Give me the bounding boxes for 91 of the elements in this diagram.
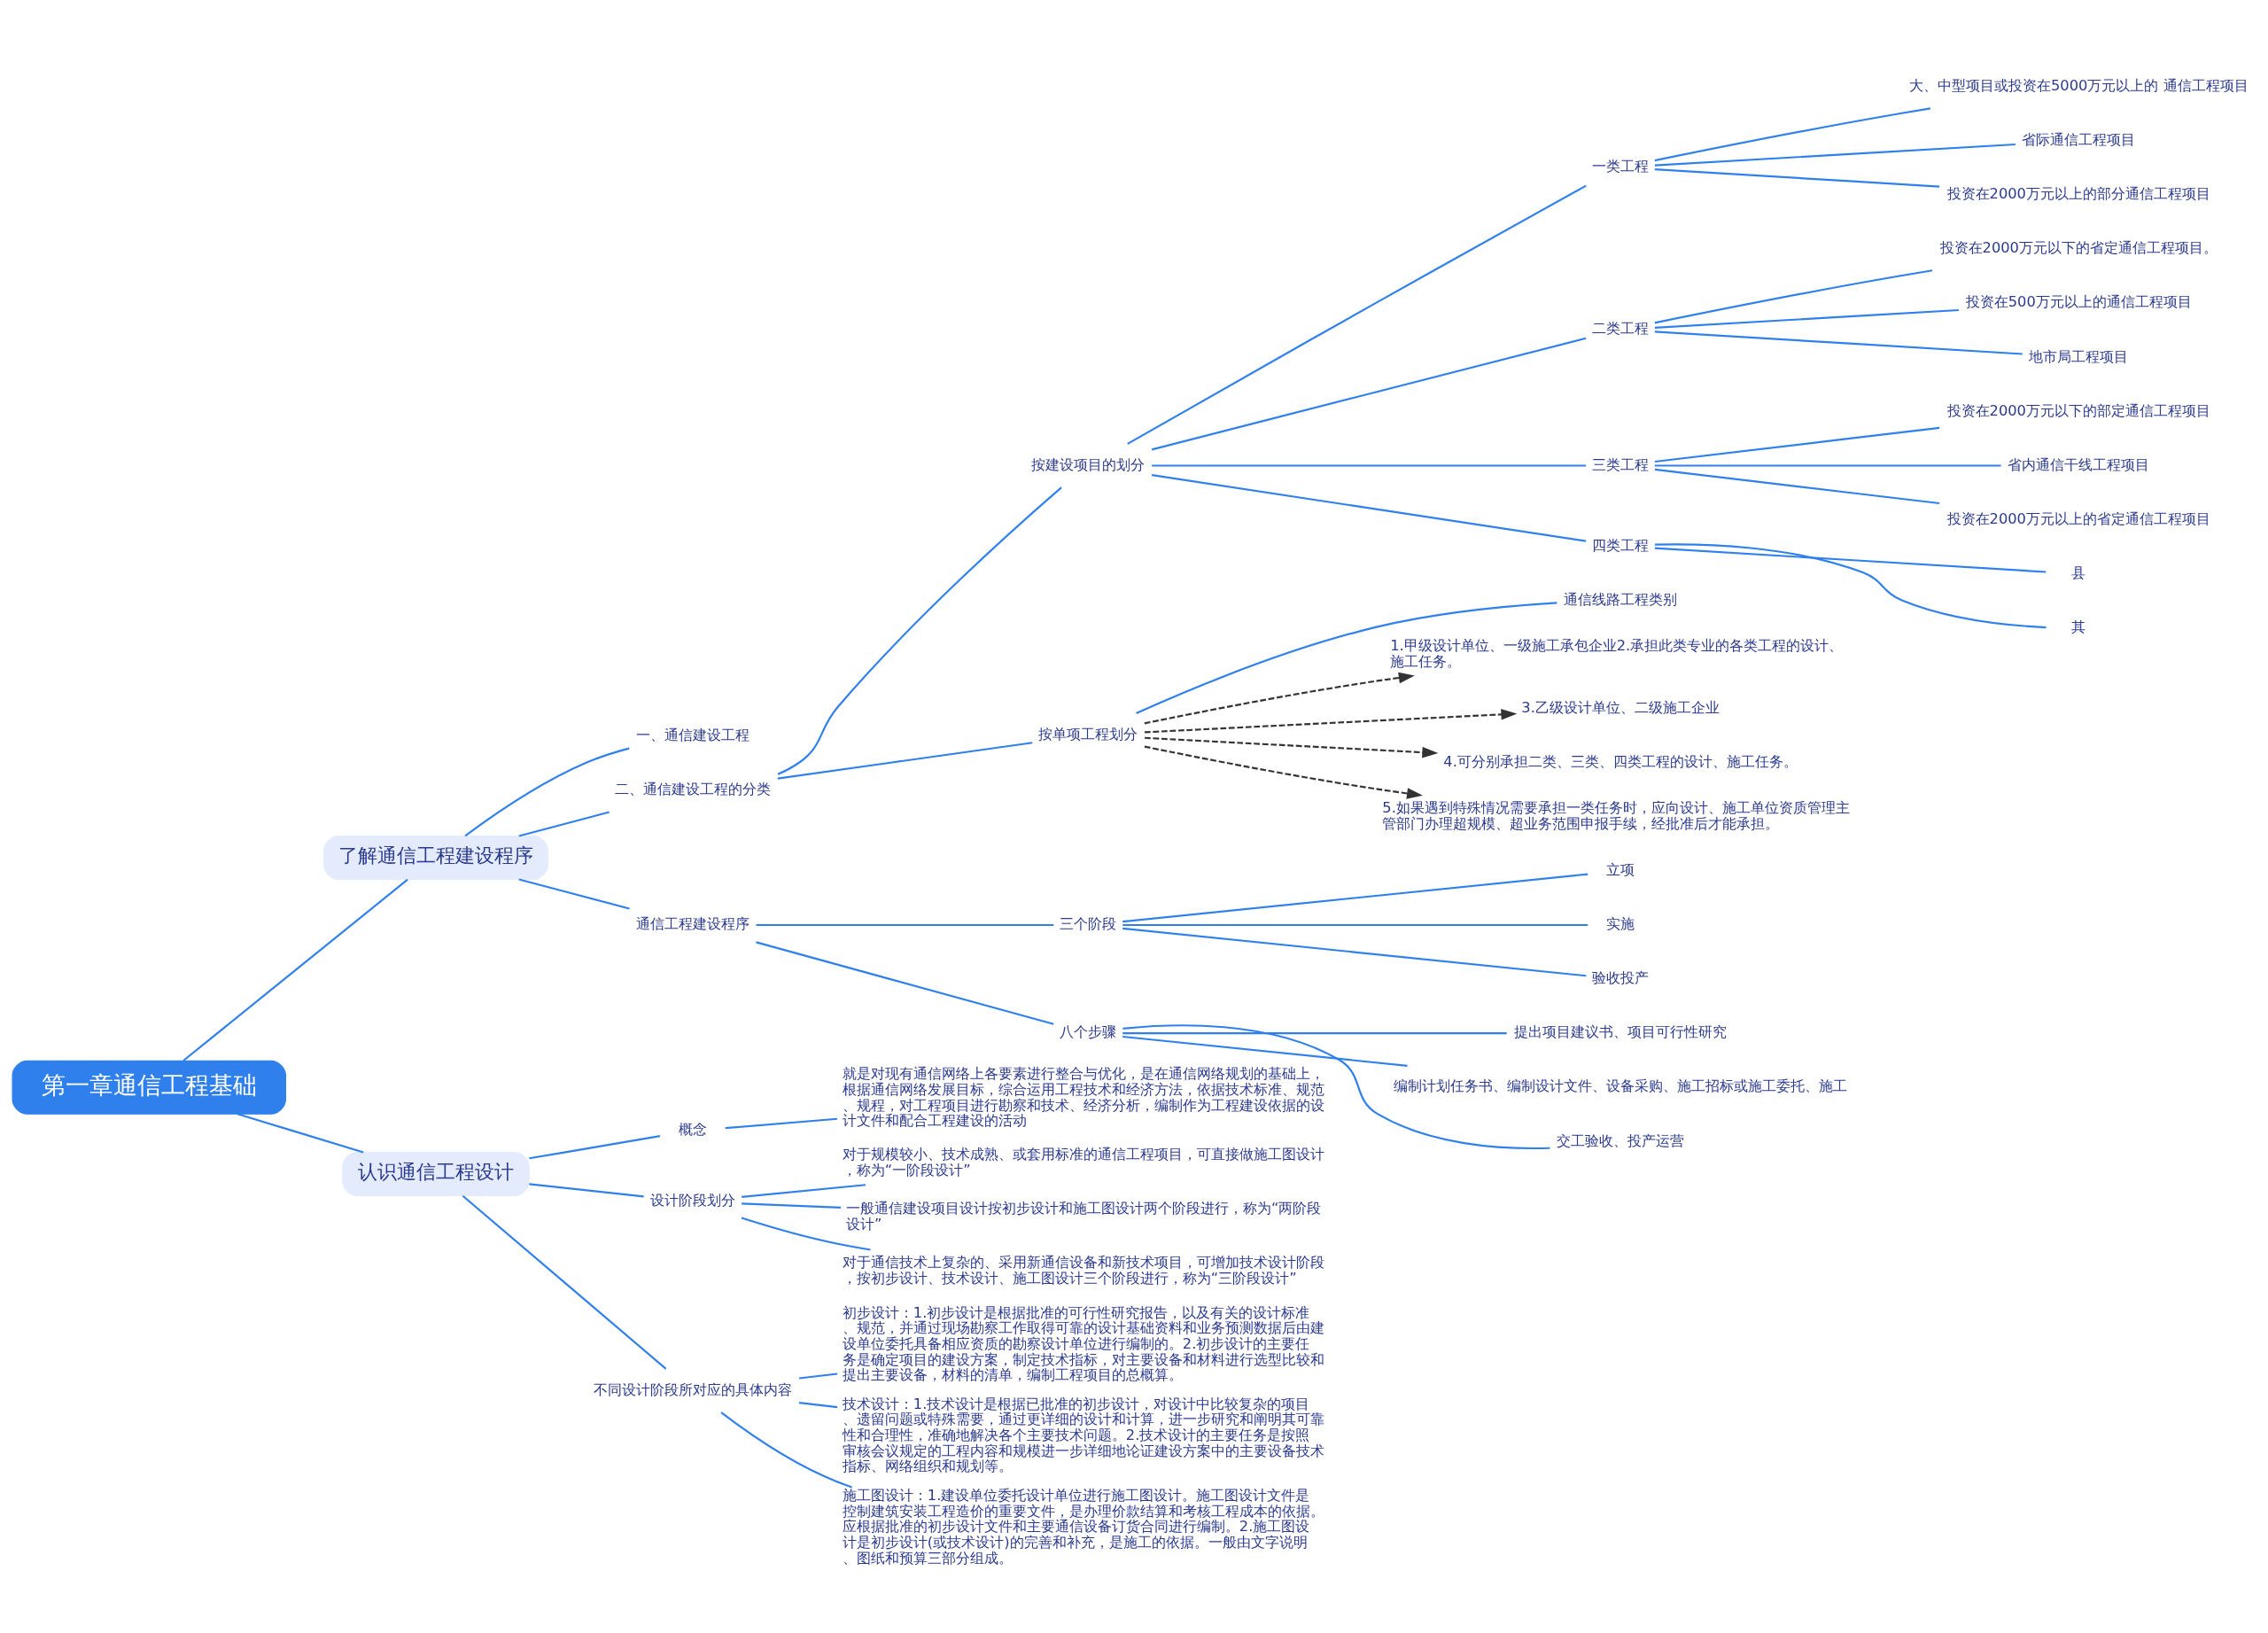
node-text: 四类工程 bbox=[1592, 536, 1650, 554]
node-text: 不同设计阶段所对应的具体内容 bbox=[593, 1380, 792, 1398]
connector bbox=[777, 486, 1062, 775]
node-text: 4.可分别承担二类、三类、四类工程的设计、施工任务。 bbox=[1443, 752, 1798, 770]
connector bbox=[1654, 107, 1931, 162]
node-text: 对于规模较小、技术成熟、或套用标准的通信工程项目，可直接做施工图设计，称为“一阶段设计” bbox=[842, 1146, 1324, 1178]
connector bbox=[1122, 927, 1587, 977]
connector bbox=[1655, 543, 2047, 629]
node-text: 立项 bbox=[1606, 861, 1635, 879]
connector bbox=[464, 747, 630, 837]
node-text: 交工验收、投产运营 bbox=[1557, 1131, 1685, 1149]
node-text: 二类工程 bbox=[1592, 320, 1650, 338]
node-text: 设计阶段划分 bbox=[649, 1192, 735, 1209]
connector bbox=[1122, 873, 1588, 923]
connector bbox=[1151, 337, 1587, 451]
connector bbox=[1654, 547, 2047, 573]
node-text: 一般通信建设项目设计按初步设计和施工图设计两个阶段进行，称为“两阶段设计” bbox=[845, 1200, 1322, 1233]
connector bbox=[237, 1113, 364, 1154]
node-text: 按单项工程划分 bbox=[1038, 725, 1138, 743]
connector bbox=[742, 1184, 866, 1198]
node-box: 了解通信工程建设程序 bbox=[323, 835, 548, 881]
connector bbox=[1654, 168, 1940, 188]
connector bbox=[529, 1135, 661, 1160]
connector bbox=[1152, 464, 1587, 467]
node-box: 第一章通信工程基础 bbox=[12, 1060, 286, 1115]
node-text: 5.如果遇到特殊情况需要承担一类任务时，应向设计、施工单位资质管理主管部门办理超规模、超业务范围申报手续，经批准后才能承担。 bbox=[1382, 799, 1850, 832]
node-text: 就是对现有通信网络上各要素进行整合与优化，是在通信网络规划的基础上，根据通信网络发展目标，综合运用工程技术和经济方法，依据技术标准、规范、规程，对工程项目进行勘察和技术、经济分析，编制作为工程建设依据的设计文件和配合工程建设的活动 bbox=[842, 1065, 1324, 1130]
node-text: 三类工程 bbox=[1592, 455, 1650, 473]
node-text: 投资在2000万元以下的部定通信工程项目 bbox=[1946, 401, 2210, 419]
node-text: 二、通信建设工程的分类 bbox=[614, 781, 771, 798]
node-text: 按建设项目的划分 bbox=[1031, 455, 1146, 473]
connector bbox=[183, 878, 408, 1061]
connector bbox=[1654, 468, 1940, 505]
connector bbox=[1654, 308, 1959, 329]
node-box: 认识通信工程设计 bbox=[342, 1151, 530, 1197]
connector bbox=[529, 1183, 644, 1198]
connector bbox=[799, 1372, 838, 1380]
node-text: 省际通信工程项目 bbox=[2022, 131, 2136, 149]
node-text: 省内通信干线工程项目 bbox=[2008, 455, 2150, 473]
node-text: 通信线路工程类别 bbox=[1564, 590, 1678, 608]
node-text: 技术设计：1.技术设计是根据已批准的初步设计，对设计中比较复杂的项目、遗留问题或特殊需要，通过更详细的设计和计算，进一步研究和阐明其可靠性和合理性，准确地解决各个主要技术问题。2.技术设计的主要任务是按照审核会议规定的工程内容和规模进一步详细地论证建设方案中的主要设备技术指标、网络组织和规划等。 bbox=[842, 1395, 1324, 1475]
node-text: 投资在2000万元以下的省定通信工程项目。 bbox=[1939, 239, 2218, 257]
connector bbox=[1122, 1035, 1408, 1067]
node-text: 提出项目建议书、项目可行性研究 bbox=[1514, 1023, 1728, 1041]
connector bbox=[1654, 143, 2016, 167]
node-text: 八个步骤 bbox=[1060, 1023, 1117, 1041]
node-text: 1.甲级设计单位、一级施工承包企业2.承担此类专业的各类工程的设计、施工任务。 bbox=[1390, 636, 1844, 670]
arrow bbox=[1144, 672, 1415, 725]
node-text: 投资在2000万元以上的省定通信工程项目 bbox=[1946, 509, 2210, 527]
node-text: 对于通信技术上复杂的、采用新通信设备和新技术项目，可增加技术设计阶段，按初步设计、技术设计、施工图设计三个阶段进行，称为“三阶段设计” bbox=[842, 1254, 1324, 1287]
connector bbox=[725, 1117, 838, 1130]
connector bbox=[1122, 1032, 1507, 1035]
node-text: 通信工程建设程序 bbox=[635, 915, 750, 933]
connector bbox=[1654, 269, 1933, 324]
connector bbox=[1654, 426, 1940, 463]
node-text: 概念 bbox=[678, 1121, 707, 1139]
node-text: 编制计划任务书、编制设计文件、设备采购、施工招标或施工委托、施工 bbox=[1394, 1077, 1848, 1095]
arrow bbox=[1144, 745, 1423, 799]
node-text: 投资在500万元以上的通信工程项目 bbox=[1965, 293, 2192, 311]
connector bbox=[1122, 923, 1588, 927]
node-text: 地市局工程项目 bbox=[2029, 347, 2129, 365]
connector bbox=[462, 1194, 667, 1370]
connector bbox=[756, 941, 1054, 1025]
connector bbox=[1654, 330, 2023, 355]
connector bbox=[1136, 602, 1557, 714]
node-text: 初步设计：1.初步设计是根据批准的可行性研究报告，以及有关的设计标准、规范，并通过现场勘察工作取得可靠的设计基础资料和业务预测数据后由建设单位委托具备相应资质的勘察设计单位进行编制的。2.初步设计的主要任务是确定项目的建设方案，制定技术指标，对主要设备和材料进行选型比较和提出主要设备，材料的清单，编制工程项目的总概算。 bbox=[842, 1303, 1324, 1384]
node-text: 三个阶段 bbox=[1060, 915, 1117, 933]
connector bbox=[777, 742, 1033, 780]
node-text: 投资在2000万元以上的部分通信工程项目 bbox=[1946, 185, 2210, 203]
arrow bbox=[1145, 736, 1439, 758]
node-text: 验收投产 bbox=[1592, 969, 1650, 987]
node-text: 一类工程 bbox=[1592, 158, 1650, 175]
connector bbox=[1127, 184, 1587, 445]
connector bbox=[756, 923, 1054, 927]
connector bbox=[518, 811, 610, 837]
connector bbox=[1151, 474, 1587, 542]
arrow bbox=[1145, 709, 1518, 734]
node-text: 大、中型项目或投资在5000万元以上的 通信工程项目 bbox=[1908, 77, 2249, 95]
node-text: 施工图设计：1.建设单位委托设计单位进行施工图设计。施工图设计文件是控制建筑安装工程造价的重要文件，是办理价款结算和考核工程成本的依据。应根据批准的初步设计文件和主要通信设备订货合同进行编制。2.施工图设计是初步设计(或技术设计)的完善和补充，是施工的依据。一般由文字说明、图纸和预算三部分组成。 bbox=[842, 1487, 1324, 1567]
node-text: 实施 bbox=[1606, 915, 1635, 933]
connector bbox=[518, 878, 630, 910]
node-text: 一、通信建设工程 bbox=[635, 727, 750, 744]
node-text: 其 bbox=[2071, 618, 2086, 635]
connector bbox=[741, 1217, 871, 1251]
connector bbox=[799, 1402, 838, 1409]
connector bbox=[1654, 464, 2001, 467]
connector bbox=[1122, 1024, 1550, 1150]
connector bbox=[720, 1411, 852, 1489]
node-text: 县 bbox=[2071, 564, 2086, 581]
node-text: 3.乙级设计单位、二级施工企业 bbox=[1521, 698, 1720, 716]
connector bbox=[742, 1202, 841, 1209]
